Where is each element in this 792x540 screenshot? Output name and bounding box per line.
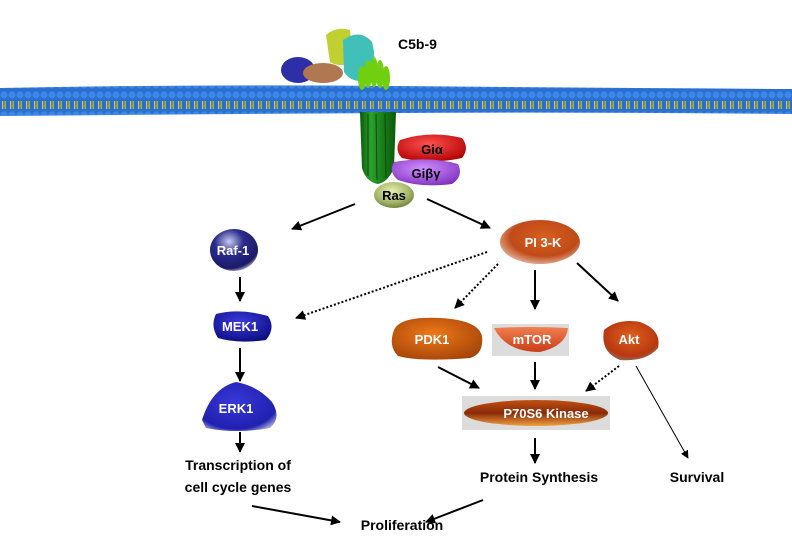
arrow-ras-pi3k xyxy=(426,198,491,229)
erk1-label: ERK1 xyxy=(219,401,254,416)
node-erk1: ERK1 xyxy=(202,382,277,431)
g-protein-coupled-receptor xyxy=(360,112,396,184)
arrow-protein-synthesis-proliferation xyxy=(425,499,484,524)
outcome-transcription-line1: Transcription of xyxy=(185,457,291,473)
complex-green-pore xyxy=(358,57,390,90)
outcome-survival: Survival xyxy=(670,469,724,485)
node-pi3k: PI 3-K xyxy=(500,220,580,264)
arrow-akt-survival xyxy=(635,365,689,459)
node-gibg: Giβγ xyxy=(391,159,460,186)
node-p70s6k: P70S6 Kinase xyxy=(462,396,610,430)
p70s6k-label: P70S6 Kinase xyxy=(503,406,588,421)
node-gialpha: Giα xyxy=(397,134,466,162)
arrow-ras-raf1 xyxy=(291,203,356,231)
ras-label: Ras xyxy=(382,188,406,203)
mek1-label: MEK1 xyxy=(222,319,258,334)
c5b9-complex xyxy=(281,28,390,90)
node-ras: Ras xyxy=(374,182,414,208)
arrow-pi3k-akt xyxy=(576,262,619,302)
arrow-pdk1-p70s6k xyxy=(437,366,480,389)
node-mtor: mTOR xyxy=(492,324,569,356)
arrows xyxy=(235,198,689,526)
outcome-proliferation: Proliferation xyxy=(361,517,443,533)
arrow-transcription-proliferation xyxy=(251,505,341,526)
node-mek1: MEK1 xyxy=(213,311,272,342)
akt-label: Akt xyxy=(619,332,641,347)
arrow-pi3k-mek1 xyxy=(295,251,488,320)
raf1-label: Raf-1 xyxy=(217,243,250,258)
cell-membrane xyxy=(0,85,792,116)
gibg-label: Giβγ xyxy=(412,166,442,181)
pdk1-label: PDK1 xyxy=(415,332,450,347)
pi3k-label: PI 3-K xyxy=(525,235,562,250)
outcome-protein-synthesis: Protein Synthesis xyxy=(480,469,598,485)
node-akt: Akt xyxy=(603,321,659,361)
outcome-transcription-line2: cell cycle genes xyxy=(185,479,292,495)
complex-tan-subunit xyxy=(303,63,343,83)
node-pdk1: PDK1 xyxy=(391,317,483,360)
arrow-akt-p70s6k xyxy=(585,365,620,392)
node-raf1: Raf-1 xyxy=(210,229,258,271)
mtor-label: mTOR xyxy=(513,332,552,347)
arrow-pi3k-pdk1 xyxy=(454,263,499,309)
c5b9-label: C5b-9 xyxy=(398,36,437,52)
gialpha-label: Giα xyxy=(421,142,443,157)
